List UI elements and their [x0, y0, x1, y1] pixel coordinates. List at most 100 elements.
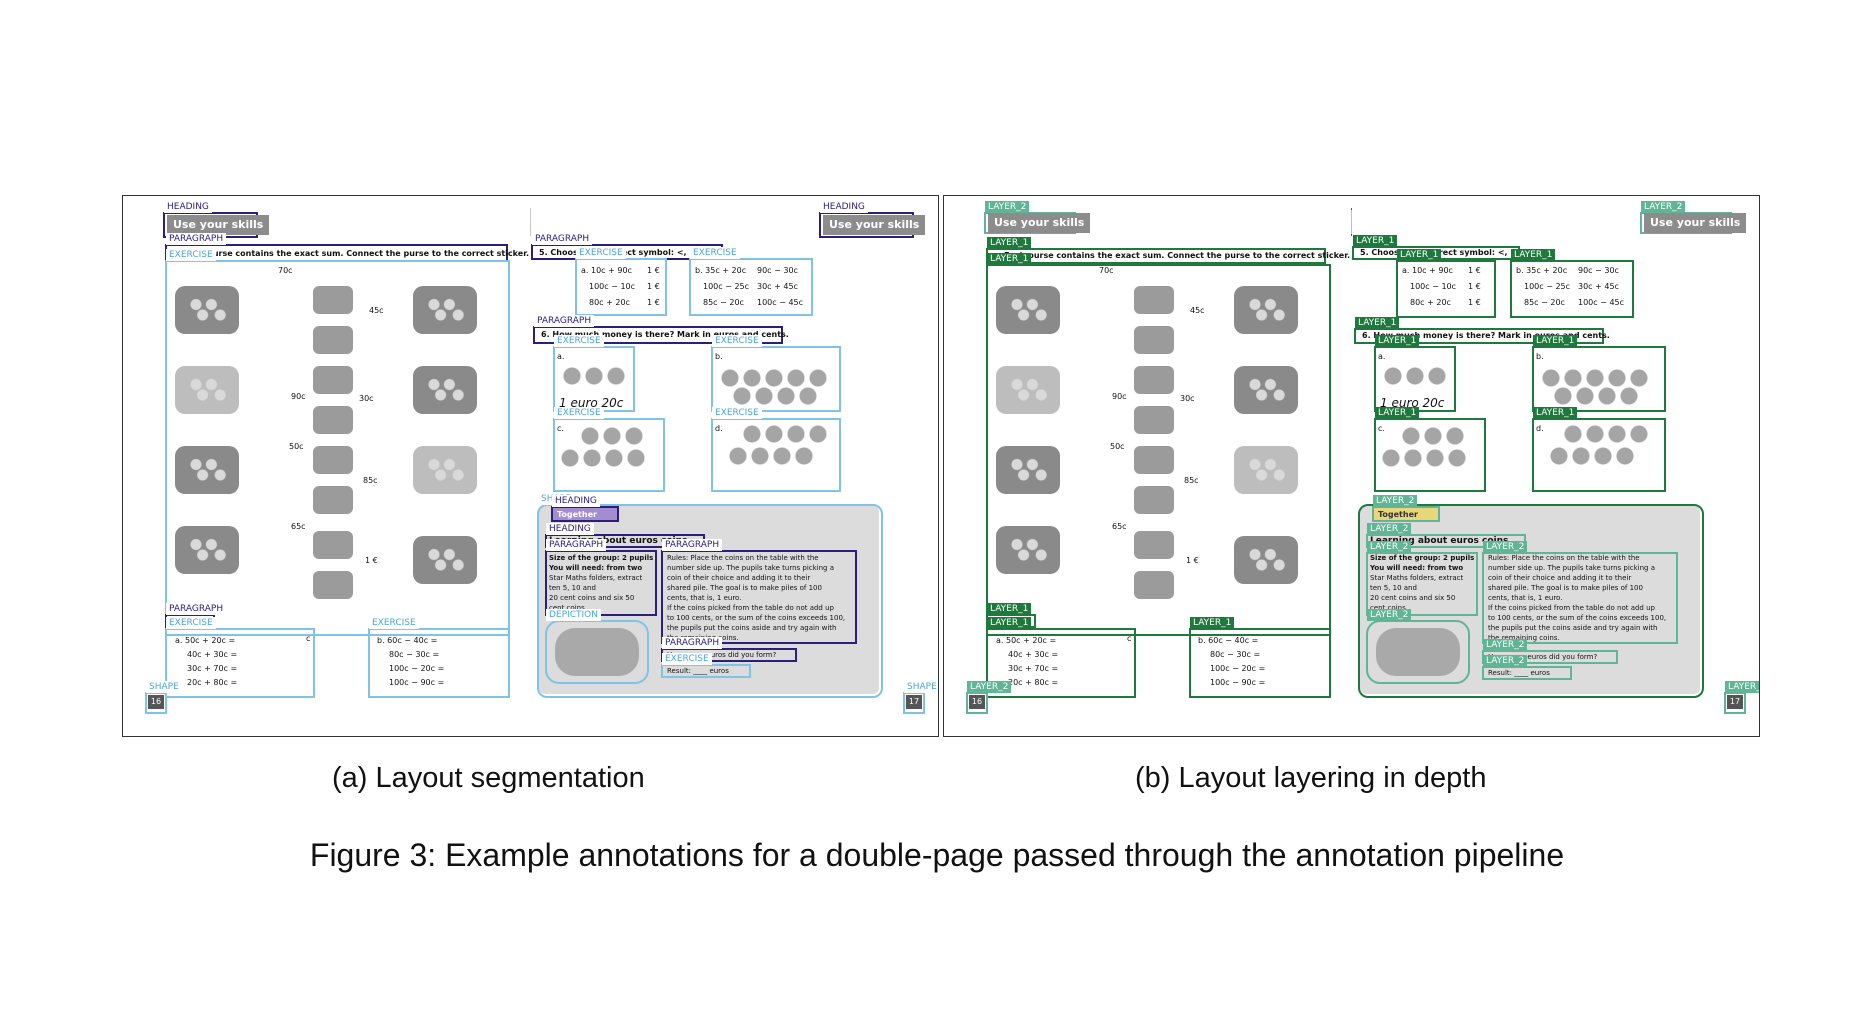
question-text: 5. Choose the correct symbol: <, =, >	[1360, 248, 1530, 257]
exercise-line: b. 60c − 40c =	[1198, 636, 1259, 645]
coins-image	[1562, 424, 1650, 444]
exercise-value: 1 €	[1468, 298, 1481, 307]
exercise-value: 90c − 30c	[757, 266, 798, 275]
instruction-text: Each purse contains the exact sum. Conne…	[183, 249, 530, 258]
coins-image	[1380, 448, 1468, 468]
exercise-line: a. 10c + 90c	[581, 266, 632, 275]
exercise-value: 1 €	[647, 282, 660, 291]
group-text: ten 5, 10 and	[549, 584, 596, 592]
exercise-line: 100c − 10c	[589, 282, 636, 291]
exercise-line: c	[306, 634, 311, 643]
paragraph-box: PARAGRAPH	[661, 539, 857, 644]
paragraph-box: PARAGRAPH	[533, 315, 783, 344]
purse-image	[413, 366, 477, 414]
exercise-value: 100c − 45c	[757, 298, 804, 307]
question-text: 6. How much money is there? Mark in euro…	[541, 330, 789, 339]
exercise-value: 90c − 30c	[1578, 266, 1619, 275]
exercise-value: 1 €	[1468, 282, 1481, 291]
paragraph-box: PARAGRAPH	[661, 637, 797, 662]
activity-title: Learning about euros coins	[1370, 536, 1509, 546]
sticker-price: 90c	[291, 392, 306, 401]
rules-text: shared pile. The goal is to make piles o…	[1488, 584, 1643, 592]
exercise-box: EXERCISE	[165, 249, 510, 636]
sticker-price: 50c	[1110, 442, 1125, 451]
exercise-box: EXERCISE	[575, 247, 667, 316]
sticker-image	[1134, 486, 1174, 514]
sticker-image	[313, 406, 353, 434]
rules-text: If the coins picked from the table do no…	[667, 604, 834, 612]
exercise-value: 30c + 45c	[1578, 282, 1619, 291]
paragraph-box: PARAGRAPH	[545, 539, 657, 616]
sticker-price: 65c	[1112, 522, 1127, 531]
layer2-box: LAYER_2	[966, 681, 1012, 714]
layer1-box: LAYER_1	[1532, 407, 1666, 492]
coins-image	[579, 426, 645, 446]
result-text: Result: ____ euros	[667, 667, 729, 675]
rules-text: If the coins picked from the table do no…	[1488, 604, 1655, 612]
purse-image	[996, 286, 1060, 334]
exercise-label: b.	[1536, 352, 1544, 361]
shape-box: SHAPE	[145, 681, 182, 714]
rules-text: to 100 cents, or the sum of the coins ex…	[667, 614, 846, 622]
layer2-box: LAYER_2	[1724, 681, 1759, 714]
instruction-text: Each purse contains the exact sum. Conne…	[1004, 251, 1351, 260]
answer-text: 1 euro 20c	[1380, 396, 1445, 410]
sticker-image	[313, 366, 353, 394]
rules-text: shared pile. The goal is to make piles o…	[667, 584, 822, 592]
layer1-box: LAYER_1	[1354, 317, 1604, 344]
exercise-box: EXERCISE	[661, 653, 751, 678]
sticker-image	[313, 326, 353, 354]
exercise-line: 80c − 30c =	[389, 650, 440, 659]
exercise-label: c.	[557, 424, 564, 433]
exercise-line: b. 60c − 40c =	[377, 636, 438, 645]
header-label: Use your skills	[988, 213, 1091, 233]
exercise-line: 85c − 20c	[1524, 298, 1565, 307]
layer1-box: LAYER_1	[1374, 407, 1486, 492]
sticker-image	[313, 571, 353, 599]
exercise-line: 100c − 25c	[1524, 282, 1571, 291]
right-page: HEADING Use your skills PARAGRAPH 5. Cho…	[531, 196, 938, 736]
group-text: ten 5, 10 and	[1370, 584, 1417, 592]
purse-image	[175, 286, 239, 334]
heading-box: HEADING	[551, 495, 619, 522]
group-text: Star Maths folders, extract	[549, 574, 643, 582]
layer1-box: LAYER_1	[986, 617, 1136, 698]
layer1-box: LAYER_1	[1189, 617, 1331, 698]
exercise-value: 1 €	[647, 266, 660, 275]
exercise-value: 1 €	[1468, 266, 1481, 275]
exercise-box: EXERCISE	[165, 617, 315, 698]
page-number: 16	[148, 695, 164, 709]
purse-image	[996, 366, 1060, 414]
coins-image	[561, 366, 627, 386]
sticker-price: 70c	[278, 266, 293, 275]
exercise-line: 100c − 20c =	[389, 664, 445, 673]
rules-text: cents, that is, 1 euro.	[1488, 594, 1563, 602]
layer2-box: LAYER_2	[1482, 541, 1678, 644]
sticker-price: 70c	[1099, 266, 1114, 275]
sticker-price: 50c	[289, 442, 304, 451]
layer1-box: LAYER_1	[1510, 249, 1634, 318]
sticker-price: 30c	[359, 394, 374, 403]
coins-image	[1540, 368, 1650, 388]
exercise-line: 85c − 20c	[703, 298, 744, 307]
panel-layout-layering: LAYER_2 Use your skills LAYER_1 Each pur…	[943, 195, 1760, 737]
depiction-box: DEPICTION	[545, 609, 649, 684]
question-text: How many euros did you form?	[1488, 653, 1598, 661]
exercise-label: d.	[715, 424, 723, 433]
rules-text: Rules: Place the coins on the table with…	[667, 554, 819, 562]
sticker-image	[313, 286, 353, 314]
exercise-line: 80c + 20c	[1410, 298, 1451, 307]
exercise-line: 40c + 30c =	[187, 650, 238, 659]
coins-image	[1548, 446, 1636, 466]
purse-image	[996, 526, 1060, 574]
exercise-value: 100c − 45c	[1578, 298, 1625, 307]
header-label: Use your skills	[1644, 213, 1747, 233]
exercise-box: EXERCISE	[711, 407, 841, 492]
coins-image	[1552, 386, 1642, 406]
sticker-price: 1 €	[1186, 556, 1199, 565]
exercise-box: EXERCISE	[711, 335, 841, 412]
sticker-image	[313, 531, 353, 559]
exercise-line: 30c + 70c =	[187, 664, 238, 673]
page-number: 17	[906, 695, 922, 709]
exercise-line: 100c − 10c	[1410, 282, 1457, 291]
